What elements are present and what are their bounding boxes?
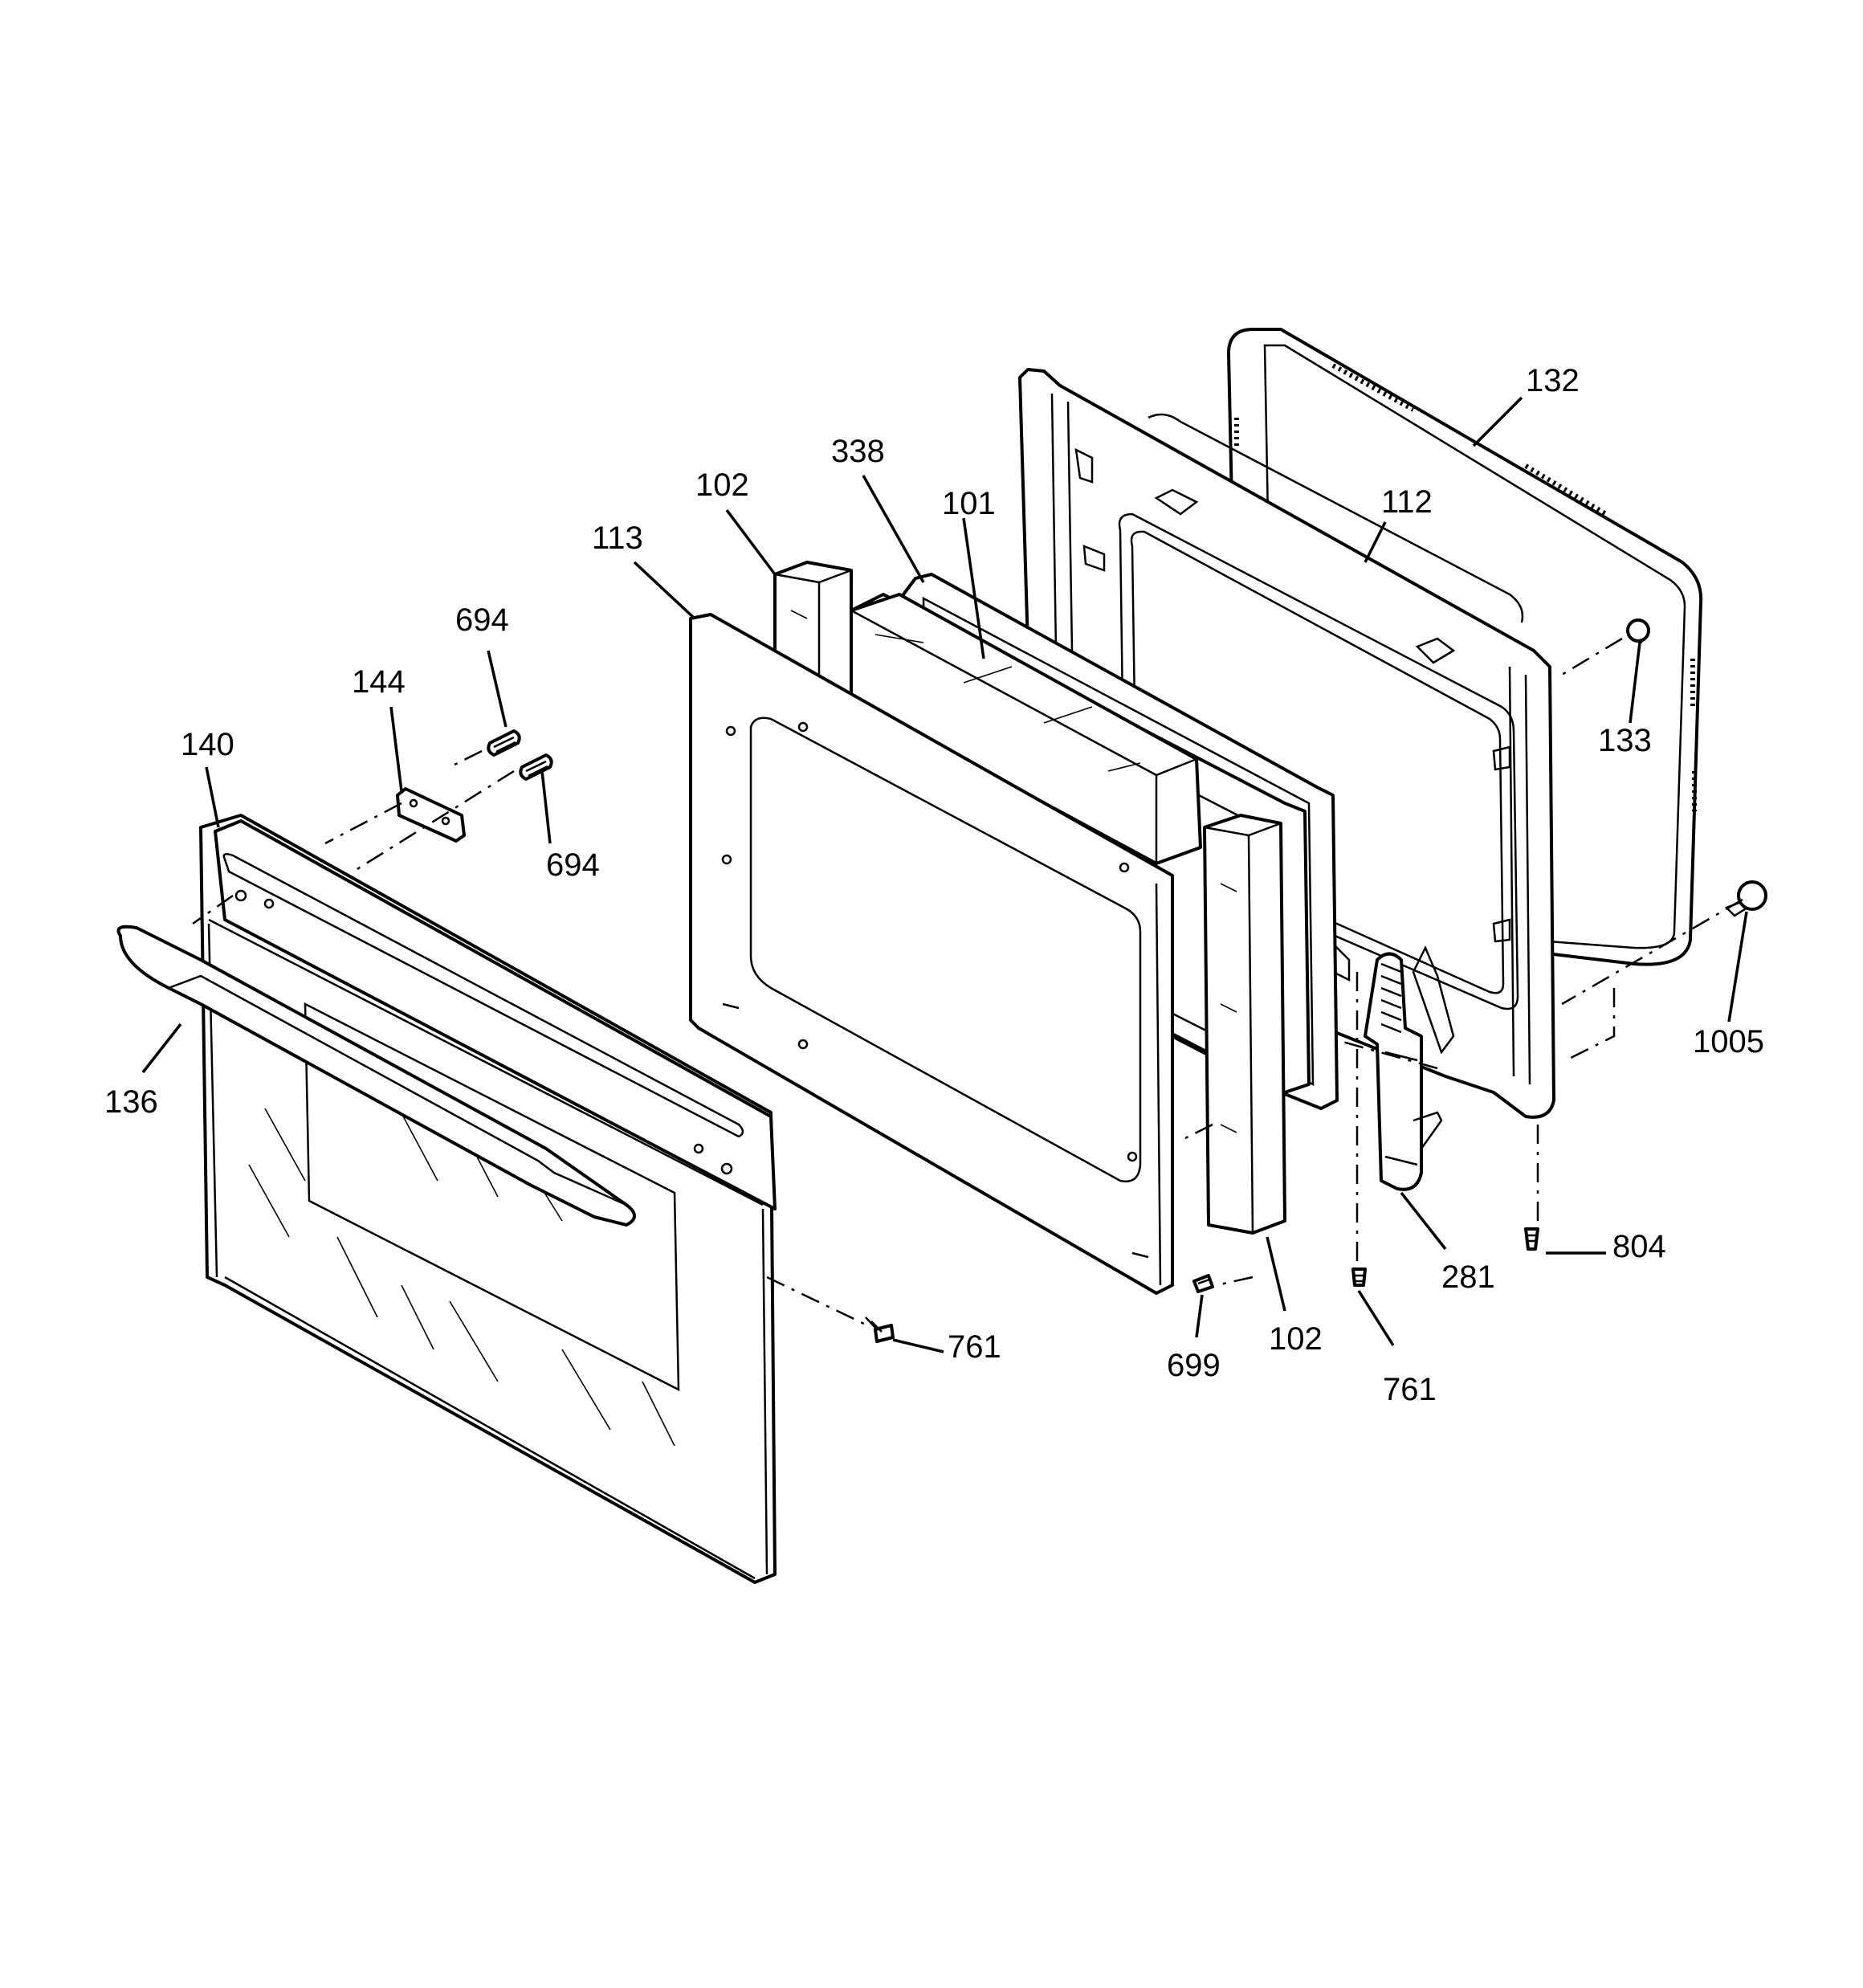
part-694-screw-bottom xyxy=(519,753,553,781)
callout-102-top: 102 xyxy=(695,467,749,503)
part-133-plug-button xyxy=(1626,618,1650,644)
callout-281: 281 xyxy=(1441,1259,1495,1295)
callout-101: 101 xyxy=(942,486,996,521)
callout-102-bottom: 102 xyxy=(1269,1321,1323,1357)
part-140-outer-door xyxy=(199,814,777,1584)
callout-136: 136 xyxy=(104,1084,158,1120)
part-102-insulation-right xyxy=(1203,814,1286,1235)
callout-699: 699 xyxy=(1167,1348,1221,1383)
callout-804: 804 xyxy=(1612,1229,1666,1264)
callout-112: 112 xyxy=(1381,484,1433,520)
alignment-lines xyxy=(192,637,1743,1327)
callout-694-top: 694 xyxy=(455,602,509,638)
callout-132: 132 xyxy=(1526,363,1580,398)
callout-338: 338 xyxy=(831,434,885,469)
leader-lines xyxy=(141,396,1748,1353)
part-144-bracket xyxy=(396,787,466,843)
part-804-screw xyxy=(1524,1227,1539,1251)
callout-694-bottom: 694 xyxy=(546,847,600,883)
part-699-screw xyxy=(1192,1274,1214,1293)
part-761-screw-left xyxy=(865,1316,895,1343)
callout-144: 144 xyxy=(352,664,406,700)
callout-140: 140 xyxy=(181,727,234,762)
callout-113: 113 xyxy=(592,520,643,556)
part-761-screw-right xyxy=(1351,1268,1367,1287)
part-694-screw-top xyxy=(487,729,521,757)
callout-133: 133 xyxy=(1598,723,1652,758)
callout-761-left: 761 xyxy=(948,1329,1001,1365)
callout-1005: 1005 xyxy=(1693,1024,1764,1059)
part-136-door-handle xyxy=(116,925,636,1227)
part-1005-screw xyxy=(1724,880,1767,917)
part-113-door-panel xyxy=(689,613,1174,1295)
part-281-hinge xyxy=(1364,952,1443,1191)
callout-761-right: 761 xyxy=(1383,1372,1437,1407)
callout-labels: 132 338 102 101 112 113 694 133 144 140 … xyxy=(104,363,1764,1407)
